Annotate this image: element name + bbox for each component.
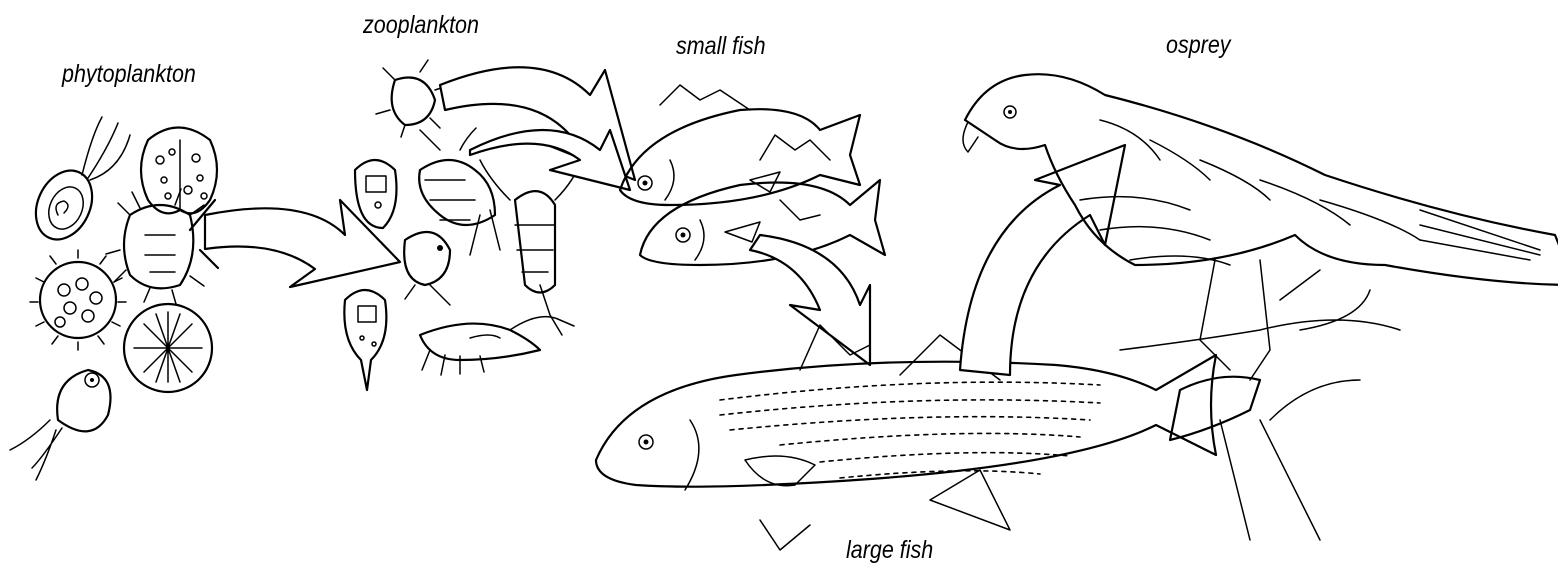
- zooplankton-daphnia: [404, 232, 450, 305]
- small-fish-upper: [620, 85, 860, 205]
- zooplankton-copepod-2: [480, 160, 581, 335]
- small-fish-label: small fish: [676, 32, 766, 61]
- osprey: [963, 74, 1558, 540]
- large-fish: [596, 325, 1216, 550]
- small-fish-group: [620, 85, 885, 265]
- phytoplankton-group: [10, 117, 218, 480]
- zooplankton-rotifer-1: [355, 160, 397, 228]
- phytoplankton-radial-disc: [124, 304, 212, 392]
- phytoplankton-label: phytoplankton: [62, 60, 196, 89]
- osprey-label: osprey: [1166, 31, 1231, 60]
- zooplankton-label: zooplankton: [363, 11, 479, 40]
- phytoplankton-spiked-sphere: [30, 250, 126, 350]
- arrow-phyto-to-zoo: [205, 200, 400, 287]
- phytoplankton-diatom: [141, 128, 217, 214]
- large-fish-label: large fish: [846, 536, 933, 565]
- arrow-large-fish-to-osprey: [960, 145, 1125, 375]
- zooplankton-rotifer-2: [344, 290, 386, 390]
- zooplankton-shrimp: [420, 317, 560, 375]
- phytoplankton-spiny-cell: [106, 189, 218, 304]
- phytoplankton-flagellate-1: [25, 117, 130, 249]
- arrow-small-to-large-fish: [750, 235, 870, 365]
- phytoplankton-flagellate-2: [10, 370, 111, 480]
- zooplankton-radiolarian: [376, 60, 447, 137]
